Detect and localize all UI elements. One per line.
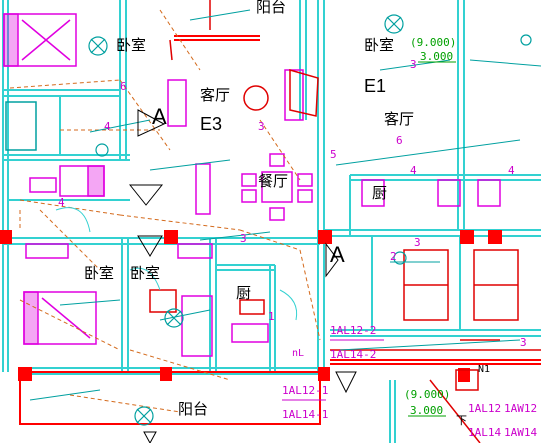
panel-nl: nL bbox=[292, 348, 304, 359]
kitchen-label-right: 厨 bbox=[372, 184, 387, 202]
circuit-num: 4 bbox=[104, 120, 111, 133]
light-fixtures bbox=[88, 14, 532, 426]
dining-label: 餐厅 bbox=[258, 172, 288, 190]
mark-a: A bbox=[330, 242, 345, 267]
panel-al12-2: 1AL12-2 bbox=[330, 324, 376, 337]
balcony-parapet bbox=[19, 35, 541, 425]
panel-aw14: 1AW14 bbox=[504, 426, 537, 439]
balcony-label-bottom: 阳台 bbox=[178, 400, 208, 418]
red-wiring bbox=[149, 0, 541, 443]
circuit-lines bbox=[9, 9, 321, 413]
unit-label-e1: E1 bbox=[364, 76, 386, 96]
panel-aw12: 1AW12 bbox=[504, 402, 537, 415]
circuit-num: 1 bbox=[268, 310, 275, 323]
mark-a: A bbox=[152, 104, 167, 129]
circuit-num: 2 bbox=[390, 250, 397, 263]
bedroom-label-topleft: 卧室 bbox=[116, 36, 146, 54]
circuit-num: 6 bbox=[396, 134, 403, 147]
panel-al14-1: 1AL14-1 bbox=[282, 408, 328, 421]
circuit-num: 5 bbox=[330, 148, 337, 161]
balcony-label-top: 阳台 bbox=[256, 0, 286, 16]
circuit-num: 4 bbox=[58, 196, 65, 209]
living-label-e3: 客厅 bbox=[200, 86, 230, 104]
circuit-num: 3 bbox=[520, 336, 527, 349]
circuit-num: 4 bbox=[410, 164, 417, 177]
circuit-num: 3 bbox=[410, 58, 417, 71]
panel-al12: 1AL12 bbox=[468, 402, 501, 415]
circuit-num: 3 bbox=[414, 236, 421, 249]
panel-n1: N1 bbox=[478, 364, 490, 375]
circuit-num: 3 bbox=[240, 232, 247, 245]
level-lower-value: 3.000 bbox=[410, 404, 443, 417]
furniture bbox=[3, 13, 519, 357]
panel-under: 下 bbox=[456, 414, 467, 427]
panel-al12-1: 1AL12-1 bbox=[282, 384, 328, 397]
level-upper-value: 3.000 bbox=[420, 50, 453, 63]
room-labels: 卧室 阳台 卧室 客厅 E3 E1 客厅 餐厅 厨 卧室 卧室 厨 阳台 bbox=[84, 0, 414, 418]
columns bbox=[0, 230, 502, 382]
panel-al14-2: 1AL14-2 bbox=[330, 348, 376, 361]
level-upper: (9.000) bbox=[410, 36, 456, 49]
kitchen-label-left: 厨 bbox=[236, 284, 251, 302]
circuit-numbers: 6 4 3 3 6 5 4 4 3 2 3 3 1 4 bbox=[58, 58, 527, 349]
level-lower: (9.000) bbox=[404, 388, 450, 401]
bedroom-label-topright: 卧室 bbox=[364, 36, 394, 54]
door-swings bbox=[55, 109, 357, 443]
level-marks: (9.000) 3.000 (9.000) 3.000 bbox=[404, 36, 456, 417]
circuit-num: 3 bbox=[258, 120, 265, 133]
circuit-num: 4 bbox=[508, 164, 515, 177]
panel-labels: 1AL12-2 1AL14-2 1AL12-1 1AL14-1 1AL12 1A… bbox=[152, 104, 537, 439]
panel-al14: 1AL14 bbox=[468, 426, 501, 439]
bedroom-label-bottommid: 卧室 bbox=[130, 264, 160, 282]
circuit-num: 6 bbox=[120, 80, 127, 93]
unit-label-e3: E3 bbox=[200, 114, 222, 134]
bedroom-label-bottomleft: 卧室 bbox=[84, 264, 114, 282]
living-label-e1: 客厅 bbox=[384, 110, 414, 128]
